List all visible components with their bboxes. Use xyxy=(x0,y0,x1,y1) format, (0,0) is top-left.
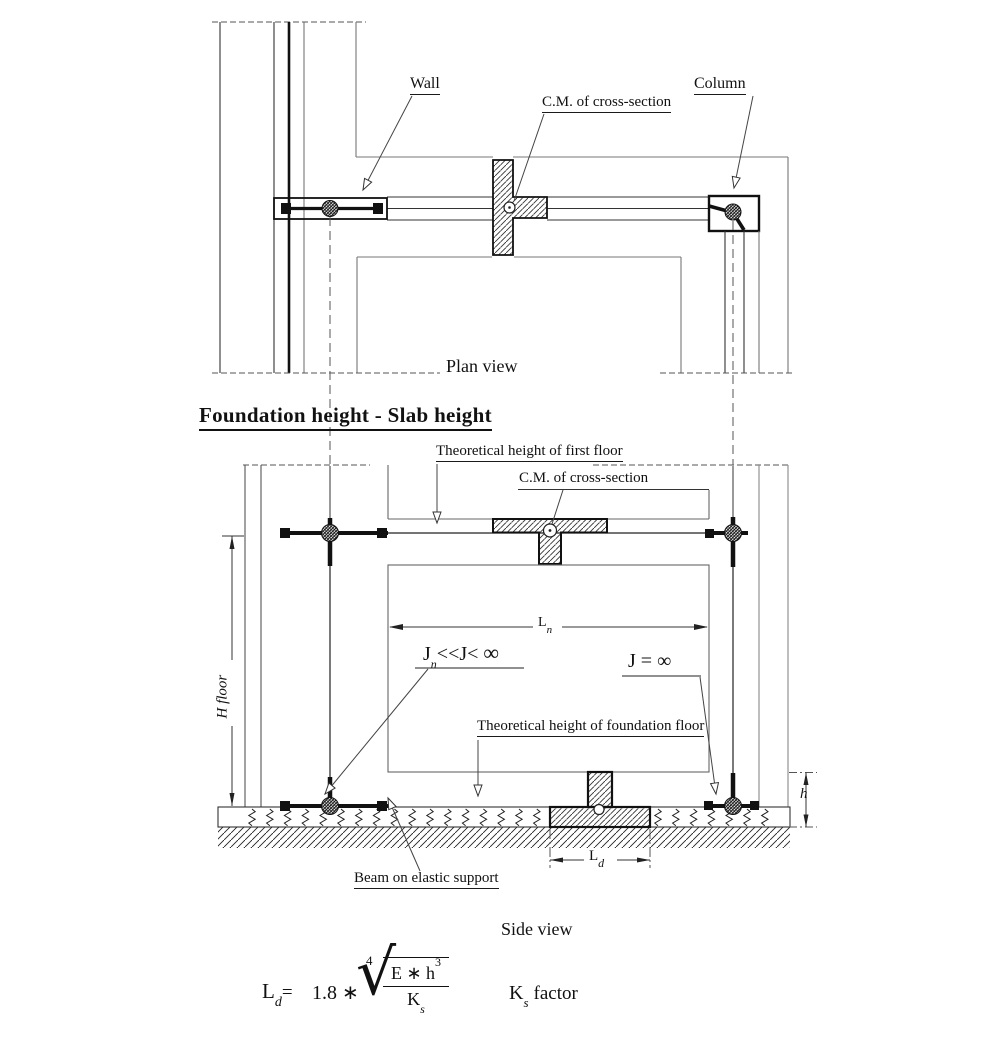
plan-caption: Plan view xyxy=(446,356,518,376)
right-foundation-cross xyxy=(704,773,759,815)
section-heading: Foundation height - Slab height xyxy=(199,403,492,432)
formula-coef: 1.8 ∗ xyxy=(312,982,359,1004)
formula-fraction: E ∗ h3 Ks xyxy=(383,955,449,1016)
th-first-floor-label: Theoretical height of first floor xyxy=(436,443,623,463)
column-leader xyxy=(731,95,754,190)
formula-numerator: E ∗ h3 xyxy=(383,955,449,987)
ln-dim-text: Ln xyxy=(538,615,553,636)
plan-leaders xyxy=(362,95,754,202)
ground-hatch xyxy=(218,827,790,848)
side-caption: Side view xyxy=(501,919,573,939)
formula-lhs: Ld= xyxy=(262,979,293,1011)
jinf-label: J = ∞ xyxy=(628,650,672,672)
dimensions xyxy=(222,535,817,868)
ln-dimension xyxy=(389,624,708,630)
plan-cm-label: C.M. of cross-section xyxy=(542,94,672,114)
plan-column xyxy=(707,194,761,233)
plan-wall-element xyxy=(273,197,388,220)
side-cm-leader xyxy=(551,489,564,525)
plan-cm-leader xyxy=(513,113,545,202)
plan-lower-room xyxy=(356,256,682,373)
hfloor-dim-text: H floor xyxy=(214,674,231,719)
wall-leader xyxy=(362,95,413,192)
ld-dim-text: Ld xyxy=(589,848,605,870)
side-t-section xyxy=(492,518,608,565)
plan-wall-cm-node xyxy=(321,200,339,217)
column-label: Column xyxy=(694,75,746,96)
side-drawing xyxy=(217,464,791,872)
jn-label: Jn<<J< ∞ xyxy=(423,640,500,671)
plan-column-node xyxy=(724,203,742,221)
side-leaders xyxy=(324,464,720,872)
h-dim-text: h xyxy=(800,786,808,802)
plan-cross-section xyxy=(492,159,548,256)
h-dimension xyxy=(789,772,817,828)
wall-label: Wall xyxy=(410,75,440,96)
plan-drawing xyxy=(212,21,793,465)
left-top-cross xyxy=(280,518,388,566)
foundation-stem xyxy=(586,770,614,809)
formula-denominator: Ks xyxy=(407,989,425,1016)
radical-sign: √ xyxy=(356,936,397,1009)
ks-factor-label: Ks factor xyxy=(509,982,578,1010)
beam-support-label: Beam on elastic support xyxy=(354,870,499,890)
right-top-cross xyxy=(705,517,748,567)
beam-support-leader xyxy=(387,796,421,872)
side-cm-label: C.M. of cross-section xyxy=(519,470,649,486)
side-lower-room xyxy=(387,564,710,773)
formula-root-index: 4 xyxy=(366,953,373,968)
jn-leader xyxy=(324,668,429,796)
jinf-leader xyxy=(699,676,720,796)
hfloor-dimension xyxy=(222,535,244,806)
th-foundation-label: Theoretical height of foundation floor xyxy=(477,718,705,738)
ld-dimension xyxy=(549,829,651,868)
plan-beam-lines xyxy=(387,196,709,221)
